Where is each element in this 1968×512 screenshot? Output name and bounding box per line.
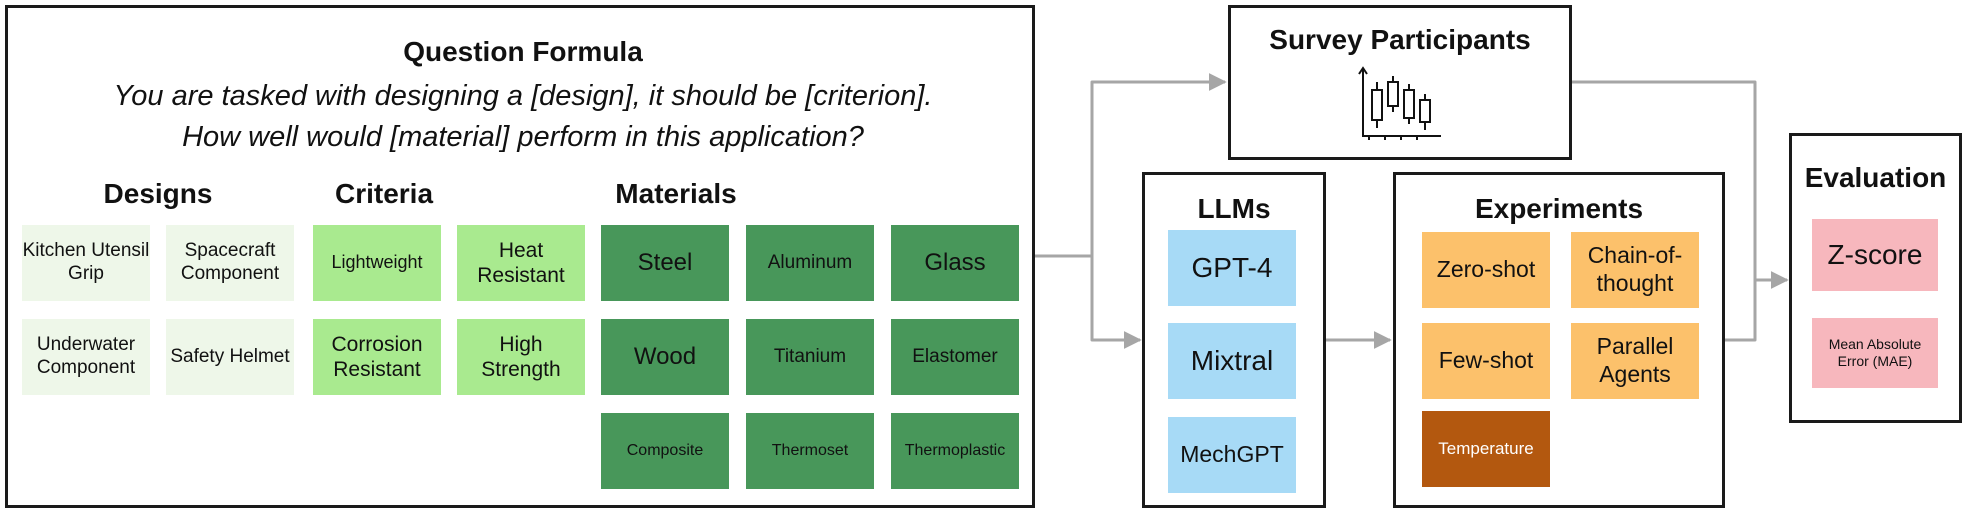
material-steel: Steel — [601, 225, 729, 301]
experiment-parallel-agents: Parallel Agents — [1571, 323, 1699, 399]
designs-title: Designs — [103, 178, 213, 209]
arrow-experiments-to-evaluation — [1725, 280, 1757, 342]
material-thermoset: Thermoset — [746, 413, 874, 489]
material-composite: Composite — [601, 413, 729, 489]
evaluation-title: Evaluation — [1804, 162, 1947, 193]
criteria-title: Criteria — [334, 178, 434, 209]
materials-title: Materials — [615, 178, 737, 209]
criterion-heat-resistant: Heat Resistant — [457, 225, 585, 301]
experiment-temperature: Temperature — [1422, 411, 1550, 487]
question-formula-line-1: You are tasked with designing a [design]… — [113, 80, 933, 112]
material-aluminum: Aluminum — [746, 225, 874, 301]
evaluation-panel: Evaluation Z-score Mean Absolute Error (… — [1789, 133, 1962, 423]
arrow-survey-to-evaluation — [1572, 80, 1789, 289]
llm-gpt-4: GPT-4 — [1168, 230, 1296, 306]
candlestick-chart-icon — [1358, 66, 1441, 140]
llm-mixtral: Mixtral — [1168, 323, 1296, 399]
evaluation-mae: Mean Absolute Error (MAE) — [1812, 318, 1938, 388]
question-formula-panel: Question Formula You are tasked with des… — [5, 5, 1035, 508]
material-thermoplastic: Thermoplastic — [891, 413, 1019, 489]
experiment-zero-shot: Zero-shot — [1422, 232, 1550, 308]
material-titanium: Titanium — [746, 319, 874, 395]
criterion-corrosion-resistant: Corrosion Resistant — [313, 319, 441, 395]
material-glass: Glass — [891, 225, 1019, 301]
experiment-chain-of-thought: Chain-of-thought — [1571, 232, 1699, 308]
llms-panel: LLMs GPT-4 Mixtral MechGPT — [1142, 172, 1326, 508]
material-elastomer: Elastomer — [891, 319, 1019, 395]
llms-title: LLMs — [1197, 193, 1271, 224]
question-formula-line-2: How well would [material] perform in thi… — [182, 121, 864, 153]
arrow-question-to-llms — [1090, 256, 1142, 349]
question-formula-title: Question Formula — [403, 36, 643, 67]
criterion-high-strength: High Strength — [457, 319, 585, 395]
design-underwater-component: Underwater Component — [22, 319, 150, 395]
design-spacecraft-component: Spacecraft Component — [166, 225, 294, 301]
experiments-panel: Experiments Zero-shot Chain-of-thought F… — [1393, 172, 1725, 508]
evaluation-z-score: Z-score — [1812, 219, 1938, 291]
survey-participants-title: Survey Participants — [1269, 24, 1531, 55]
criterion-lightweight: Lightweight — [313, 225, 441, 301]
material-wood: Wood — [601, 319, 729, 395]
survey-participants-panel: Survey Participants — [1228, 5, 1572, 160]
design-safety-helmet: Safety Helmet — [166, 319, 294, 395]
llm-mechgpt: MechGPT — [1168, 417, 1296, 493]
arrow-question-to-survey — [1035, 73, 1227, 258]
experiments-title: Experiments — [1474, 193, 1644, 224]
experiment-few-shot: Few-shot — [1422, 323, 1550, 399]
design-kitchen-utensil-grip: Kitchen Utensil Grip — [22, 225, 150, 301]
